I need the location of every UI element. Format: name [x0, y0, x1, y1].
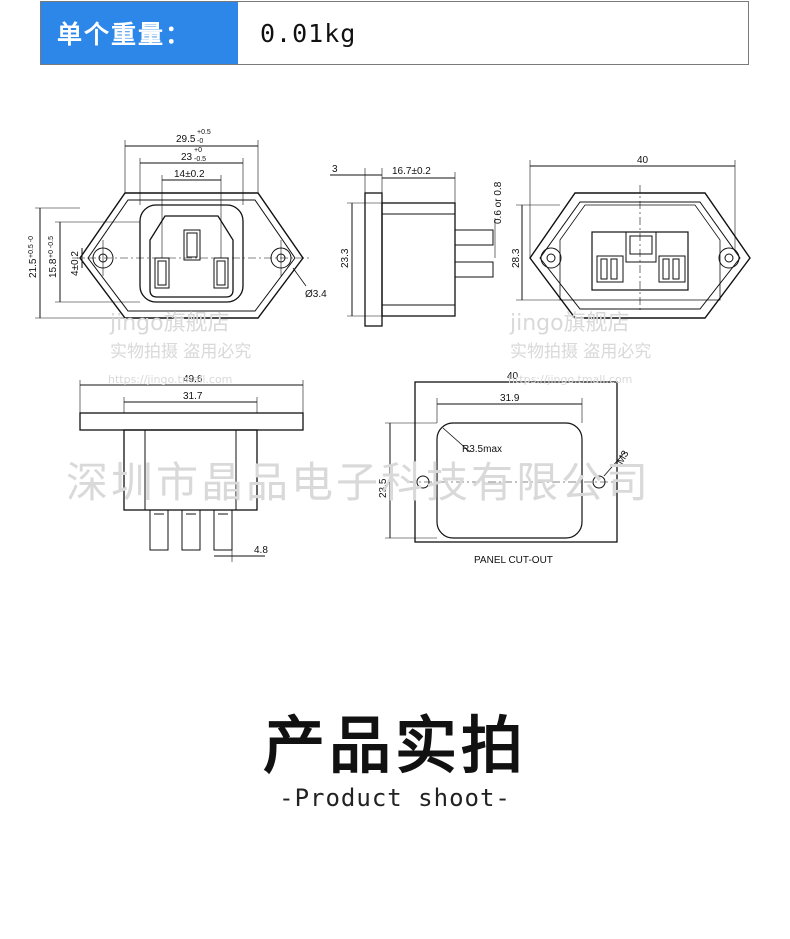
rear-dim-width: 40	[637, 155, 649, 166]
side-view	[330, 168, 496, 327]
side-dim-terminal: 0.6 or 0.8	[493, 181, 504, 224]
bottom-view	[79, 380, 304, 562]
weight-label: 单个重量：	[41, 2, 238, 64]
panel-cutout-view	[385, 381, 626, 543]
watermark-url-right: https://jingo.tmall.com	[508, 373, 632, 386]
front-dim-top-outer: 29.5	[176, 134, 196, 145]
section-subtitle: -Product shoot-	[279, 784, 511, 812]
cutout-dim-overall: 40	[507, 371, 519, 382]
watermark-company: 深圳市晶品电子科技有限公司	[66, 458, 651, 507]
front-dim-left-outer-tol: +0.5 -0	[28, 236, 35, 258]
front-dim-left-mid-tol: +0 -0.5	[48, 236, 55, 258]
watermark-shot-left: 实物拍摄 盗用必究	[110, 342, 251, 362]
spec-bar: 单个重量： 0.01kg	[40, 1, 749, 65]
rear-dim-height: 28.3	[511, 248, 522, 268]
front-dim-top-outer-tol-plus: +0.5	[197, 129, 211, 136]
rear-view	[516, 160, 751, 319]
side-dim-flange: 3	[332, 164, 338, 175]
side-dim-depth: 16.7±0.2	[392, 166, 431, 177]
front-dim-left-outer: 21.5	[28, 258, 39, 278]
watermark-shot-right: 实物拍摄 盗用必究	[510, 342, 651, 362]
cutout-dim-radius: R3.5max	[462, 444, 502, 455]
watermark-store-right: jingo旗舰店	[509, 311, 630, 336]
section-title: 产品实拍	[262, 709, 527, 782]
front-dim-hole: Ø3.4	[305, 289, 327, 300]
bottom-dim-overall: 49.6	[183, 374, 203, 385]
front-dim-left-mid: 15.8	[48, 258, 59, 278]
front-dim-pin-pitch: 14±0.2	[174, 169, 205, 180]
side-dim-height: 23.3	[340, 248, 351, 268]
weight-value: 0.01kg	[260, 18, 357, 48]
cutout-dim-height: 23.5	[378, 478, 389, 498]
front-view	[35, 140, 310, 319]
watermark-url-left: https://jingo.tmall.com	[108, 373, 232, 386]
front-dim-left-inner: 4±0.2	[70, 251, 81, 276]
bottom-dim-body: 31.7	[183, 391, 203, 402]
watermark-store-left: jingo旗舰店	[109, 311, 230, 336]
cutout-caption: PANEL CUT-OUT	[474, 555, 553, 566]
front-dim-top-inner-tol-plus: +0	[194, 147, 202, 154]
watermark-group: jingo旗舰店 实物拍摄 盗用必究 https://jingo.tmall.c…	[66, 311, 651, 507]
front-dim-top-inner-tol-minus: -0.5	[194, 156, 206, 163]
bottom-dim-terminal: 4.8	[254, 545, 268, 556]
front-dim-top-outer-tol-minus: -0	[197, 138, 203, 145]
cutout-dim-cutout: 31.9	[500, 393, 520, 404]
front-dim-top-inner: 23	[181, 152, 193, 163]
